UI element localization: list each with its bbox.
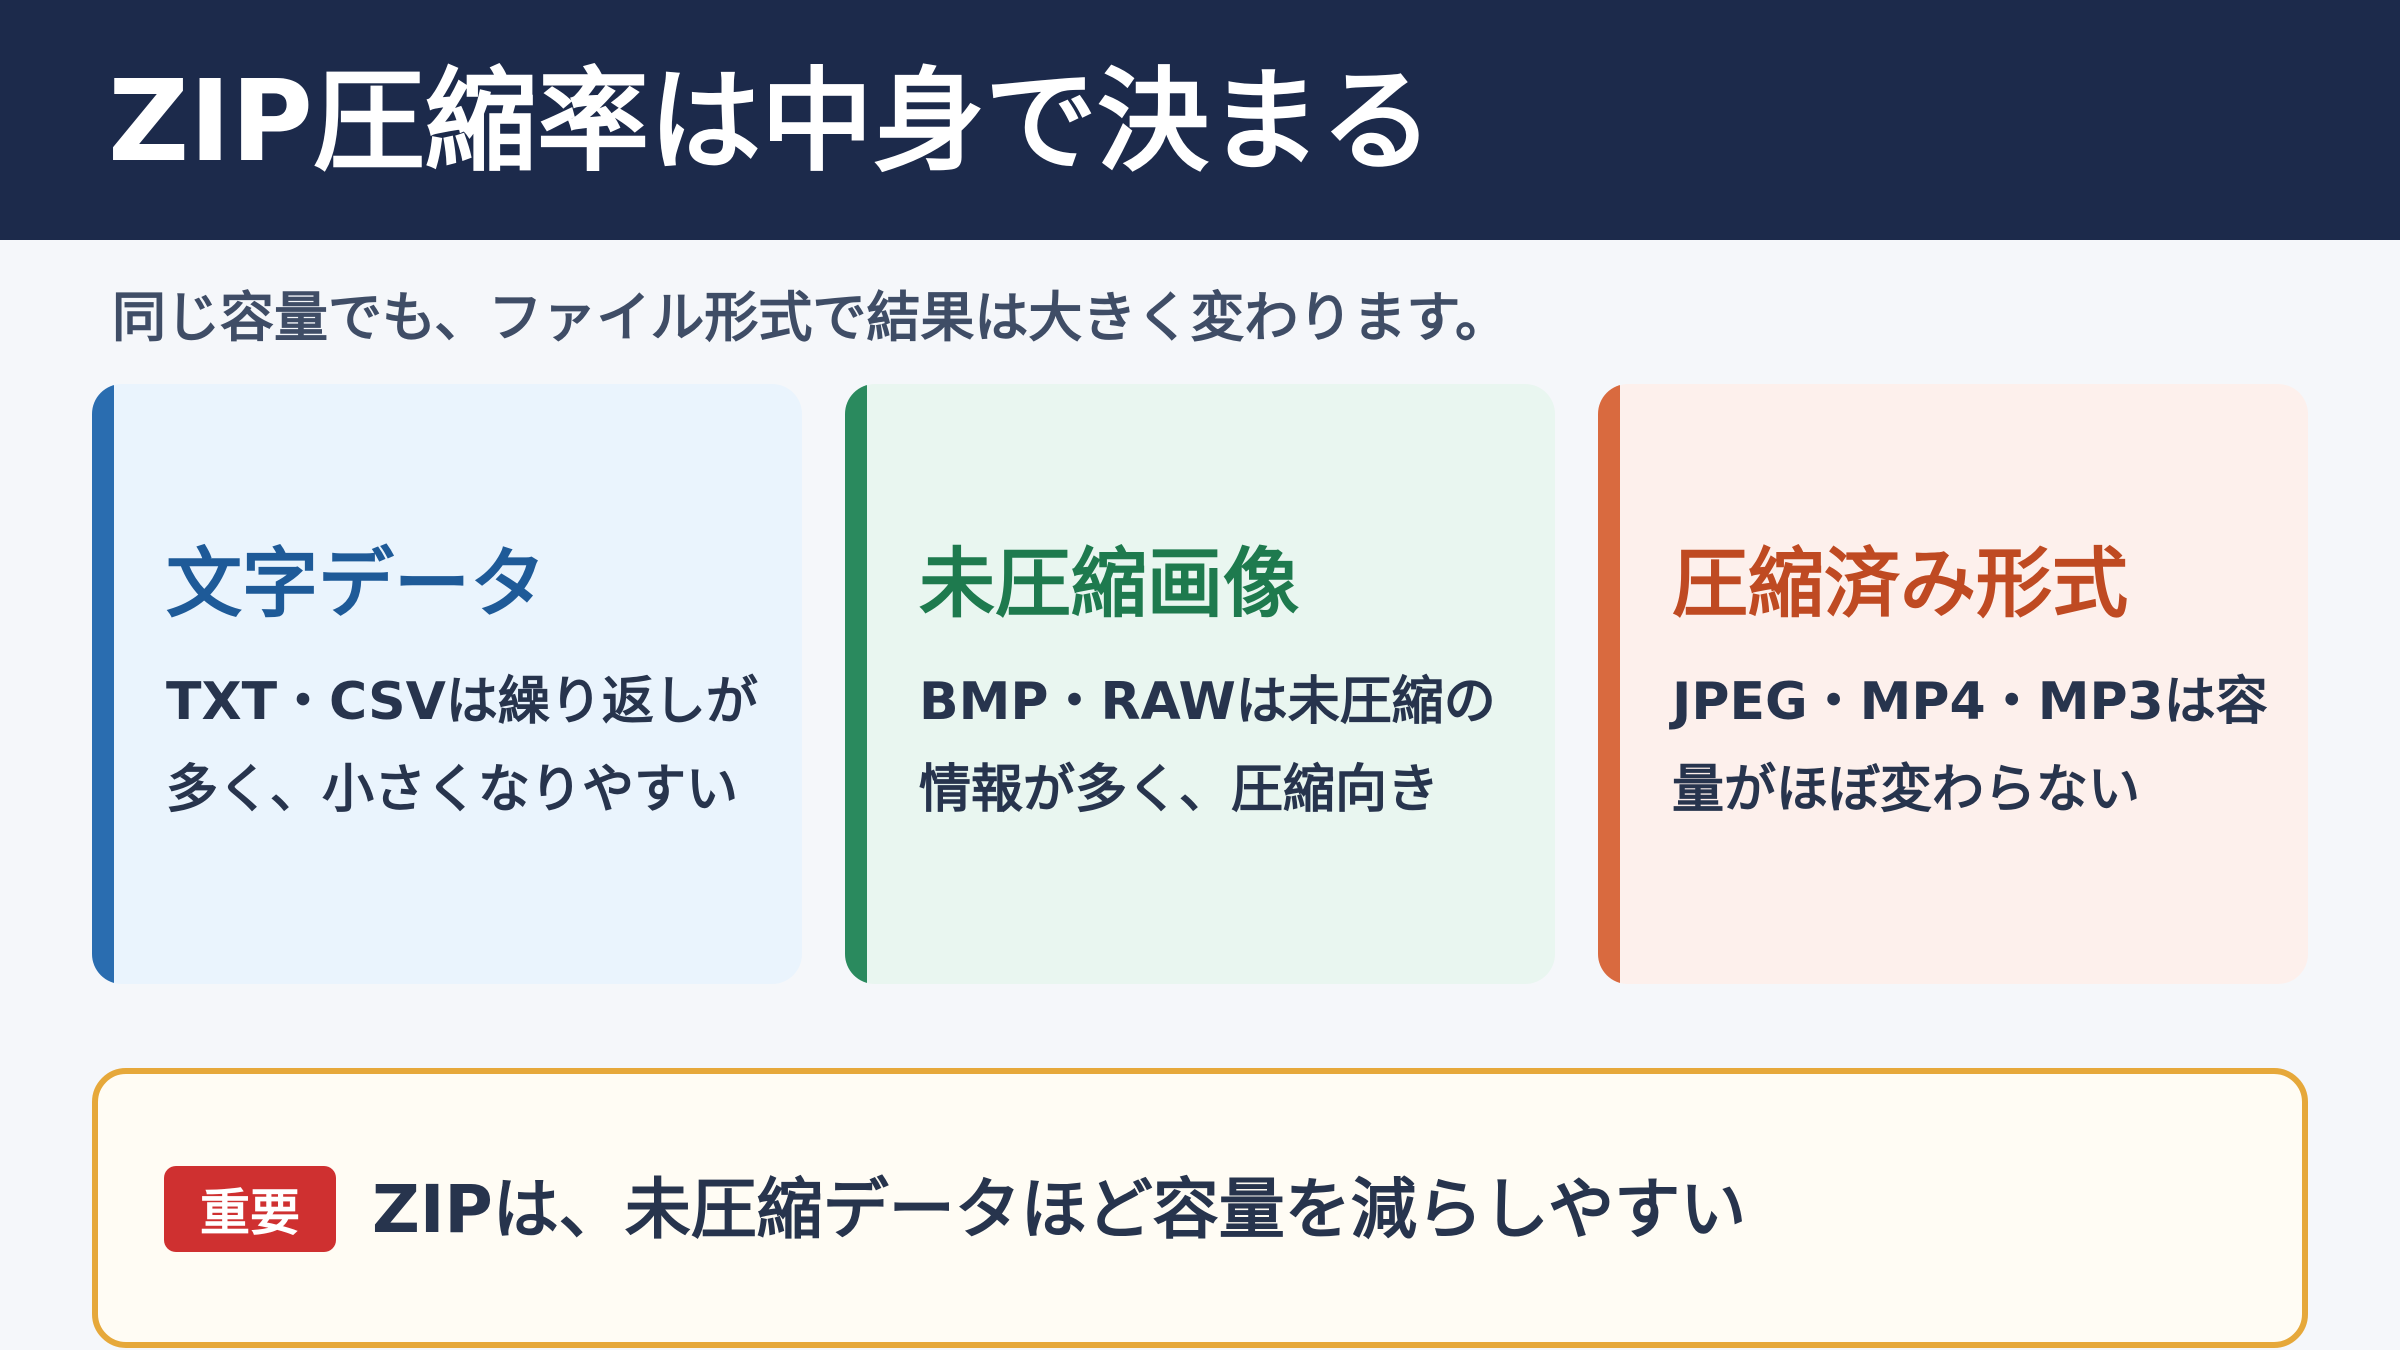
card-title: 圧縮済み形式 <box>1672 539 2128 628</box>
card-text-data: 文字データ TXT・CSVは繰り返しが多く、小さくなりやすい <box>92 384 802 984</box>
card-compressed-format: 圧縮済み形式 JPEG・MP4・MP3は容量がほぼ変わらない <box>1598 384 2308 984</box>
card-uncompressed-image: 未圧縮画像 BMP・RAWは未圧縮の情報が多く、圧縮向き <box>845 384 1555 984</box>
card-title: 未圧縮画像 <box>919 539 1299 628</box>
card-title: 文字データ <box>166 539 546 628</box>
card-accent-bar <box>1598 384 1620 984</box>
card-accent-bar <box>92 384 114 984</box>
header-band: ZIP圧縮率は中身で決まる <box>0 0 2400 240</box>
important-note: 重要 ZIPは、未圧縮データほど容量を減らしやすい <box>92 1068 2308 1348</box>
card-body: BMP・RAWは未圧縮の情報が多く、圧縮向き <box>919 672 1496 820</box>
page-title: ZIP圧縮率は中身で決まる <box>108 57 1433 187</box>
card-body: TXT・CSVは繰り返しが多く、小さくなりやすい <box>166 672 758 820</box>
card-accent-bar <box>845 384 867 984</box>
important-note-text: ZIPは、未圧縮データほど容量を減らしやすい <box>372 1171 1747 1248</box>
card-body: JPEG・MP4・MP3は容量がほぼ変わらない <box>1672 672 2268 820</box>
page-subtitle: 同じ容量でも、ファイル形式で結果は大きく変わります。 <box>112 286 1509 349</box>
important-badge: 重要 <box>164 1166 336 1252</box>
